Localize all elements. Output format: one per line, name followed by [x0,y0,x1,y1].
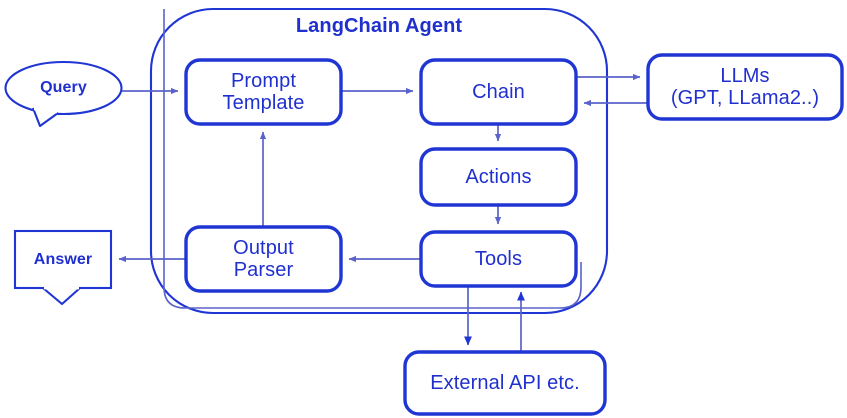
node-external-api[interactable] [403,350,607,416]
node-query[interactable] [4,60,123,128]
node-answer[interactable] [13,229,113,306]
node-actions[interactable] [419,147,578,207]
node-tools[interactable] [419,230,578,288]
node-prompt-template[interactable] [184,58,343,126]
node-llms[interactable] [646,53,844,121]
node-output-parser[interactable] [184,225,343,293]
langchain-agent-container [149,7,609,315]
edge-agent-bottom-rail [163,9,582,309]
node-chain[interactable] [419,58,578,126]
